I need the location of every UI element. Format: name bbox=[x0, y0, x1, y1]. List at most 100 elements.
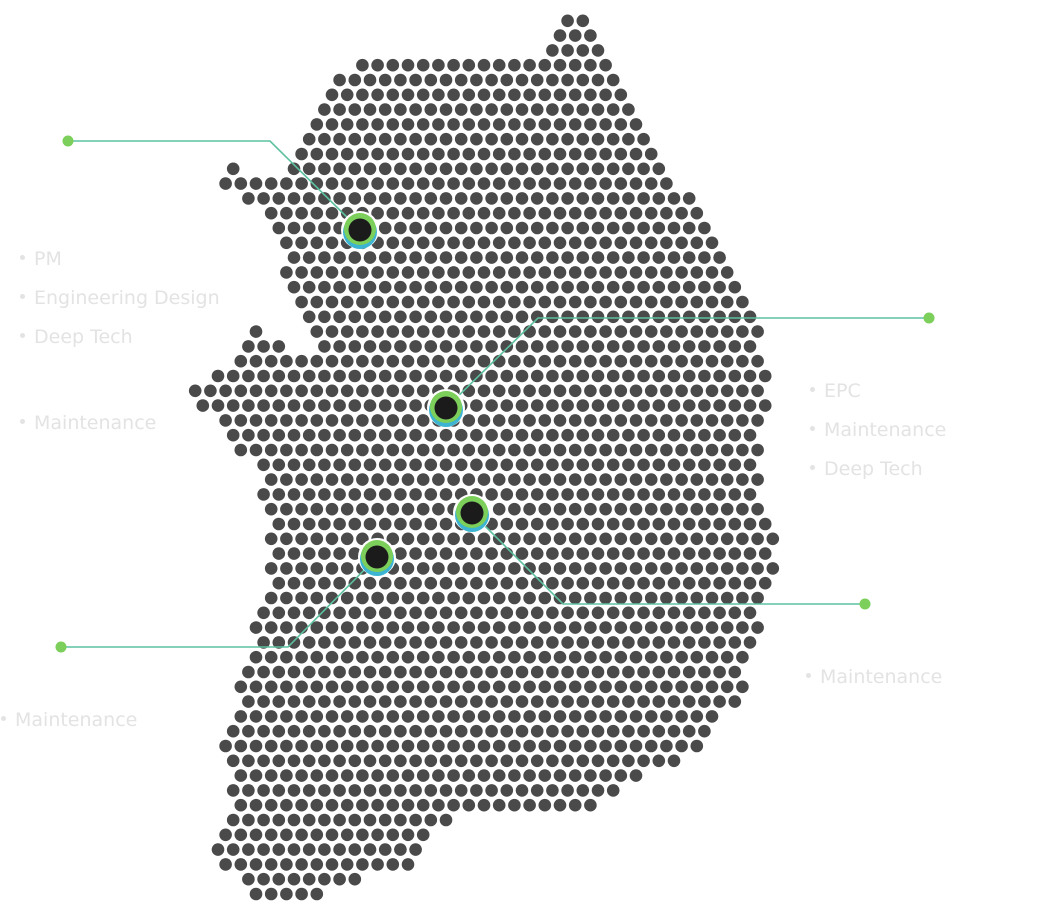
map-dot bbox=[561, 399, 574, 412]
map-dot bbox=[530, 665, 544, 679]
map-dot bbox=[264, 562, 278, 575]
map-dot bbox=[553, 680, 567, 694]
map-dot bbox=[614, 769, 628, 782]
site-marker-northwest[interactable] bbox=[341, 211, 379, 249]
map-dot bbox=[553, 591, 567, 605]
map-dot bbox=[500, 310, 514, 324]
map-dot bbox=[310, 414, 324, 427]
map-dot bbox=[340, 680, 354, 694]
map-dot bbox=[386, 473, 400, 486]
map-dot bbox=[576, 754, 590, 768]
map-dot bbox=[682, 547, 696, 560]
map-dot bbox=[614, 266, 628, 279]
map-dot bbox=[470, 310, 483, 324]
map-dot bbox=[302, 399, 316, 412]
map-dot bbox=[492, 710, 506, 723]
map-dot bbox=[439, 251, 453, 264]
map-dot bbox=[363, 192, 377, 205]
map-dot bbox=[485, 369, 498, 383]
map-dot bbox=[302, 695, 316, 708]
map-dot bbox=[454, 724, 468, 738]
map-dot bbox=[698, 576, 711, 590]
map-dot bbox=[530, 103, 544, 116]
map-dot bbox=[394, 488, 407, 501]
map-dot bbox=[454, 665, 468, 679]
map-dot bbox=[454, 251, 468, 264]
map-dot bbox=[713, 458, 726, 472]
map-dot bbox=[561, 636, 574, 649]
map-dot bbox=[591, 192, 605, 205]
map-dot bbox=[606, 606, 620, 620]
map-dot bbox=[698, 606, 711, 620]
site-marker-east[interactable] bbox=[427, 389, 465, 427]
map-dot bbox=[386, 354, 400, 368]
map-dot bbox=[576, 665, 590, 679]
map-dot bbox=[287, 251, 301, 264]
map-dot bbox=[523, 739, 536, 753]
map-dot bbox=[629, 443, 643, 457]
map-dot bbox=[356, 414, 369, 427]
map-dot bbox=[310, 710, 324, 723]
map-dot bbox=[409, 813, 422, 827]
map-dot bbox=[492, 769, 506, 782]
map-dot bbox=[720, 562, 734, 575]
map-dot bbox=[500, 784, 514, 797]
map-dot bbox=[568, 295, 582, 309]
map-dot bbox=[462, 532, 476, 546]
map-dot bbox=[584, 591, 597, 605]
map-dot bbox=[682, 576, 696, 590]
map-dot bbox=[295, 710, 308, 723]
map-dot bbox=[249, 650, 263, 664]
map-dot bbox=[485, 665, 498, 679]
map-dot bbox=[629, 650, 643, 664]
map-dot bbox=[226, 428, 240, 442]
map-dot bbox=[500, 103, 514, 116]
map-dot bbox=[424, 369, 438, 383]
map-dot bbox=[416, 414, 430, 427]
map-dot bbox=[576, 428, 590, 442]
map-dot bbox=[576, 488, 590, 501]
map-dot bbox=[409, 103, 422, 116]
site-marker-southeast[interactable] bbox=[453, 494, 491, 532]
map-dot bbox=[485, 310, 498, 324]
map-dot bbox=[280, 236, 293, 250]
map-dot bbox=[477, 58, 491, 72]
map-dot bbox=[538, 443, 552, 457]
map-dot bbox=[234, 798, 248, 812]
map-dot bbox=[523, 88, 536, 102]
map-dot bbox=[310, 502, 324, 516]
map-dot bbox=[629, 206, 643, 220]
map-dot bbox=[515, 547, 529, 560]
map-dot bbox=[584, 473, 597, 486]
map-dot bbox=[264, 414, 278, 427]
map-dot bbox=[439, 606, 453, 620]
map-dot bbox=[333, 428, 346, 442]
map-dot bbox=[447, 88, 460, 102]
map-dot bbox=[629, 236, 643, 250]
map-dot bbox=[386, 266, 400, 279]
site-marker-southwest[interactable] bbox=[358, 538, 396, 576]
map-dot bbox=[348, 162, 362, 176]
map-dot bbox=[470, 369, 483, 383]
map-dot bbox=[333, 636, 346, 649]
map-dot bbox=[682, 458, 696, 472]
map-dot bbox=[720, 621, 734, 634]
map-dot bbox=[515, 340, 529, 353]
map-dot bbox=[568, 562, 582, 575]
map-dot bbox=[500, 488, 514, 501]
map-dot bbox=[378, 636, 392, 649]
map-dot bbox=[584, 118, 597, 131]
map-dot bbox=[280, 621, 293, 634]
map-dot bbox=[439, 636, 453, 649]
map-dot bbox=[264, 384, 278, 398]
map-dot bbox=[576, 251, 590, 264]
map-dot bbox=[318, 280, 331, 294]
map-dot bbox=[386, 443, 400, 457]
map-dot bbox=[325, 443, 339, 457]
map-dot bbox=[599, 58, 612, 72]
map-dot bbox=[280, 798, 293, 812]
map-dot bbox=[295, 147, 308, 161]
map-dot bbox=[401, 443, 415, 457]
map-dot bbox=[720, 680, 734, 694]
map-dot bbox=[500, 547, 514, 560]
